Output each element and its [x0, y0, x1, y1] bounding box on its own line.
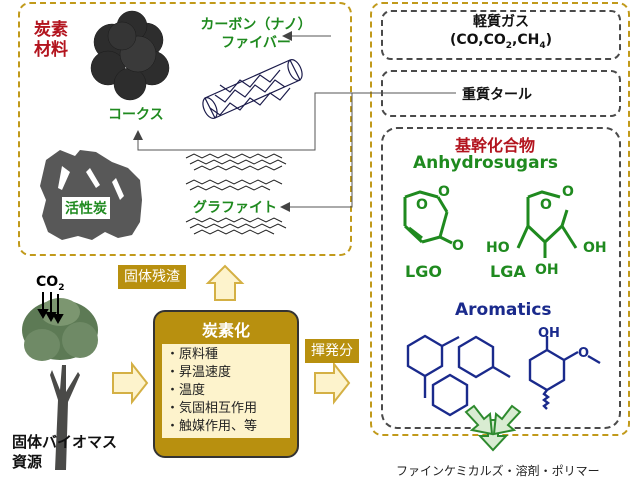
light-gas-label: 軽質ガス (CO,CO2,CH4) — [381, 13, 621, 55]
co2-subscript: 2 — [58, 282, 65, 293]
tar-to-coke-line — [137, 92, 456, 151]
biomass-label-line2: 資源 — [12, 453, 43, 471]
activated-carbon-label: 活性炭 — [62, 197, 110, 219]
carbon-fiber-label-line2: ファイバー — [221, 35, 291, 51]
light-gas-subscript: 4 — [539, 40, 546, 51]
carbon-materials-panel — [18, 2, 352, 256]
lgo-label: LGO — [405, 262, 442, 281]
lgo-ketone-oxygen: O — [452, 238, 464, 254]
co2-text: CO — [36, 274, 59, 290]
arrow-process-to-residue — [205, 264, 245, 301]
activated-carbon-pores — [58, 166, 124, 200]
tar-to-graphite-line — [290, 93, 353, 208]
carbonization-factors: ・原料種 ・昇温速度 ・温度 ・気固相互作用 ・触媒作用、等 — [162, 344, 290, 438]
light-gas-label-line1: 軽質ガス — [473, 14, 529, 30]
light-gas-subscript: 2 — [505, 40, 513, 51]
lga-hydroxyl-bottom: OH — [535, 262, 559, 278]
co2-label: CO2 — [36, 274, 64, 293]
arrow-biomass-to-process — [112, 361, 149, 405]
activated-carbon-image — [40, 150, 142, 240]
guaiacol-methoxy-oxygen: O — [578, 346, 590, 361]
lga-hydroxyl-left: HO — [486, 240, 510, 256]
arrow-down-left — [464, 404, 494, 436]
carbonization-box: 炭素化 ・原料種 ・昇温速度 ・温度 ・気固相互作用 ・触媒作用、等 — [153, 310, 299, 458]
biomass-label: 固体バイオマス 資源 — [12, 432, 117, 472]
carbon-materials-title-line1: 炭素 — [34, 20, 68, 40]
carbon-fiber-label-line1: カーボン（ナノ） — [200, 17, 312, 33]
platform-compounds-title: 基幹化合物 — [455, 136, 536, 155]
lga-label: LGA — [490, 262, 526, 281]
aromatics-label: Aromatics — [455, 300, 552, 320]
light-gas-label-line2: (CO,CO2,CH4) — [381, 31, 621, 55]
connector-lines — [137, 35, 456, 208]
carbon-nanotube-image — [202, 59, 303, 119]
light-gas-formula-part: ,CH — [512, 32, 540, 48]
factor-item: ・触媒作用、等 — [166, 419, 258, 434]
arrow-process-to-volatiles — [314, 361, 351, 405]
biomass-label-line1: 固体バイオマス — [12, 433, 118, 451]
carbonization-title: 炭素化 — [201, 321, 250, 340]
aromatics-structures — [406, 334, 601, 417]
anhydrosugars-label: Anhydrosugars — [413, 153, 559, 173]
light-gas-box — [381, 10, 621, 60]
factor-item: ・昇温速度 — [166, 365, 232, 380]
carbon-materials-title-line2: 材料 — [34, 40, 68, 60]
factor-item: ・気固相互作用 — [166, 401, 258, 416]
arrowhead-coke — [133, 130, 143, 140]
volatile-tag: 揮発分 — [305, 339, 359, 363]
product-arrows — [464, 404, 522, 452]
lgo-structure — [403, 190, 453, 245]
arrowhead-fiber — [282, 31, 292, 41]
heavy-tar-label: 重質タール — [462, 87, 532, 103]
solid-residue-tag: 固体残渣 — [118, 265, 186, 289]
guaiacol-hydroxyl: OH — [538, 326, 560, 341]
graphite-image — [185, 153, 287, 235]
lgo-bridge-oxygen: O — [438, 184, 450, 200]
carbon-fiber-label: カーボン（ナノ） ファイバー — [196, 16, 316, 52]
lga-ring-oxygen: O — [540, 197, 552, 213]
lgo-ring-oxygen: O — [416, 197, 428, 213]
light-gas-formula-part: (CO,CO — [449, 32, 506, 48]
arrowhead-graphite — [280, 202, 290, 212]
flow-arrows — [112, 264, 351, 405]
lga-structure — [516, 190, 578, 258]
lga-hydroxyl-right: OH — [583, 240, 607, 256]
coke-image — [90, 10, 170, 101]
lga-bridge-oxygen: O — [562, 184, 574, 200]
co2-arrows — [37, 292, 64, 325]
carbon-materials-title: 炭素 材料 — [34, 20, 68, 60]
factor-item: ・温度 — [166, 383, 206, 398]
factor-item: ・原料種 — [166, 347, 219, 362]
graphite-label: グラファイト — [191, 197, 279, 217]
coke-label: コークス — [108, 107, 164, 123]
products-label: ファインケミカルズ・溶剤・ポリマー — [396, 464, 600, 478]
light-gas-formula-part: ) — [545, 32, 552, 48]
arrow-down-right — [492, 404, 522, 436]
